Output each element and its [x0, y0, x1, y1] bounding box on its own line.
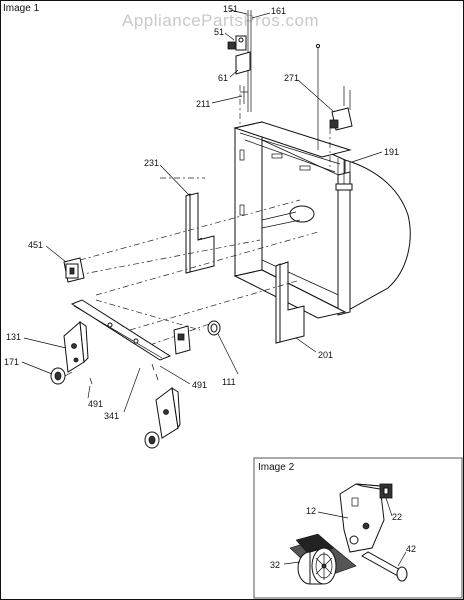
bracket-451: [63, 257, 85, 283]
callout-191: 191: [384, 147, 399, 157]
plate-231: [185, 192, 215, 274]
callout-211: 211: [196, 99, 210, 109]
bracket-lower: [144, 386, 181, 449]
leader-lines: [21, 9, 383, 413]
assembly-centerlines: [77, 85, 331, 346]
callout-491-right: 491: [192, 380, 207, 390]
callout-12: 12: [306, 506, 316, 516]
inset-sensor-22: [379, 483, 393, 499]
callout-161: 161: [271, 6, 286, 16]
screws-491: [89, 363, 159, 385]
callout-231: 231: [144, 158, 159, 168]
callout-491-left: 491: [88, 399, 103, 409]
callout-171: 171: [4, 357, 19, 367]
callout-201: 201: [318, 350, 333, 360]
callout-271: 271: [284, 73, 299, 83]
callout-42: 42: [406, 544, 416, 554]
callout-51: 51: [214, 27, 224, 37]
roller-171: [50, 367, 73, 385]
image1-title: Image 1: [3, 3, 40, 14]
inset-shaft-42: [361, 551, 408, 582]
inset-bracket-12: [339, 483, 387, 553]
ring-111: [207, 320, 221, 336]
bracket-middle: [173, 325, 191, 355]
callout-131: 131: [6, 332, 21, 342]
right-sensor-assembly: [315, 43, 353, 191]
callout-labels-image1: 151 161 51 61 211 271 191 231 451 131 17…: [4, 4, 399, 421]
inset-wheel-32: [297, 547, 337, 585]
callout-111: 111: [222, 377, 236, 387]
top-sensor-assembly: [227, 10, 252, 112]
callout-32: 32: [270, 560, 280, 570]
image2-inset: Image 2: [253, 457, 463, 599]
watermark: AppliancePartsPros.com: [122, 11, 319, 30]
callout-22: 22: [392, 512, 402, 522]
image2-title: Image 2: [258, 462, 295, 473]
bracket-131: [63, 320, 89, 373]
callout-341: 341: [104, 411, 119, 421]
callout-151: 151: [223, 4, 238, 14]
mounting-frame-housing: [233, 121, 411, 319]
callout-61: 61: [218, 73, 228, 83]
shaft-341: [70, 299, 172, 361]
callout-451: 451: [28, 240, 43, 250]
plate-201: [275, 261, 305, 344]
